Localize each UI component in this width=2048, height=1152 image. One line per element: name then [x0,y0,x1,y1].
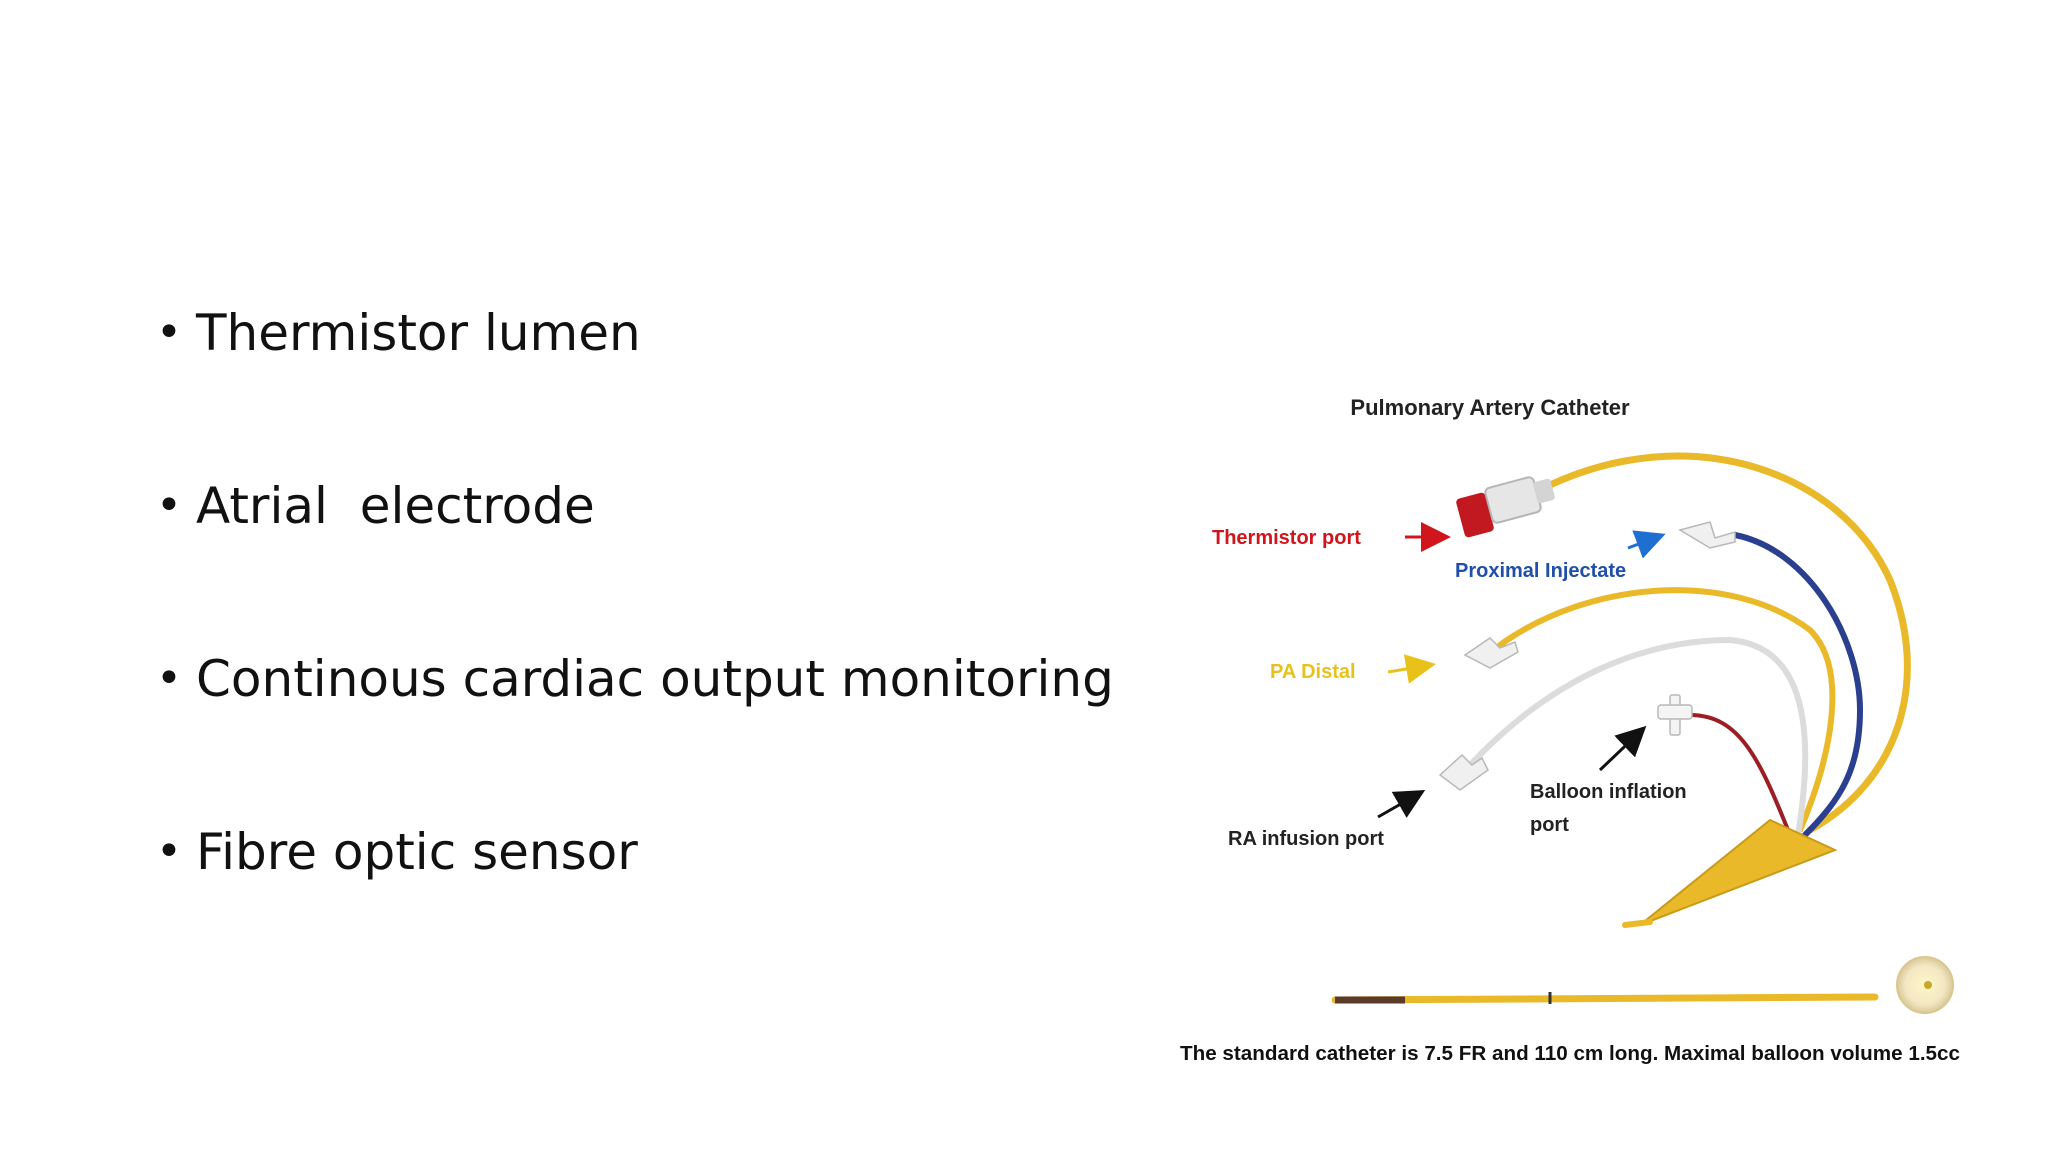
diagram-title: Pulmonary Artery Catheter [1350,395,1630,420]
proximal-luer [1678,521,1736,549]
ra-infusion-lumen [1467,636,1809,838]
pa-distal-label: PA Distal [1270,661,1356,683]
balloon-lumen [1688,713,1792,837]
thermistor-port-label: Thermistor port [1212,527,1361,549]
bullet-item: Fibre optic sensor [156,819,1114,885]
balloon-arrow [1598,725,1647,772]
catheter-hub [1639,818,1838,926]
proximal-lumen [1732,532,1864,838]
catheter-diagram: Pulmonary Artery Catheter [1170,380,1980,1140]
proximal-injectate-label: Proximal Injectate [1455,560,1626,582]
balloon-inflation-label: Balloon inflation [1530,781,1687,803]
ra-infusion-luer [1438,753,1489,791]
distal-catheter [1331,956,1954,1014]
balloon-stopcock [1657,694,1693,736]
thermistor-lumen [1546,452,1911,834]
catheter-illustration: Pulmonary Artery Catheter [1180,395,1960,1065]
proximal-arrow [1627,530,1666,559]
thermistor-connector [1456,476,1555,538]
ra-infusion-port-label: RA infusion port [1228,828,1384,850]
pa-distal-luer [1463,637,1519,669]
bullet-item: Thermistor lumen [156,300,1114,366]
bullet-item: Continous cardiac output monitoring [156,646,1114,712]
ra-infusion-arrow [1377,790,1426,819]
bullet-list: Thermistor lumen Atrial electrode Contin… [156,300,1114,992]
pa-distal-lumen [1497,587,1836,833]
diagram-caption: The standard catheter is 7.5 FR and 110 … [1180,1043,1960,1065]
balloon-inflation-label-line2: port [1530,814,1569,836]
pa-distal-arrow [1387,654,1436,684]
bullet-item: Atrial electrode [156,473,1114,539]
